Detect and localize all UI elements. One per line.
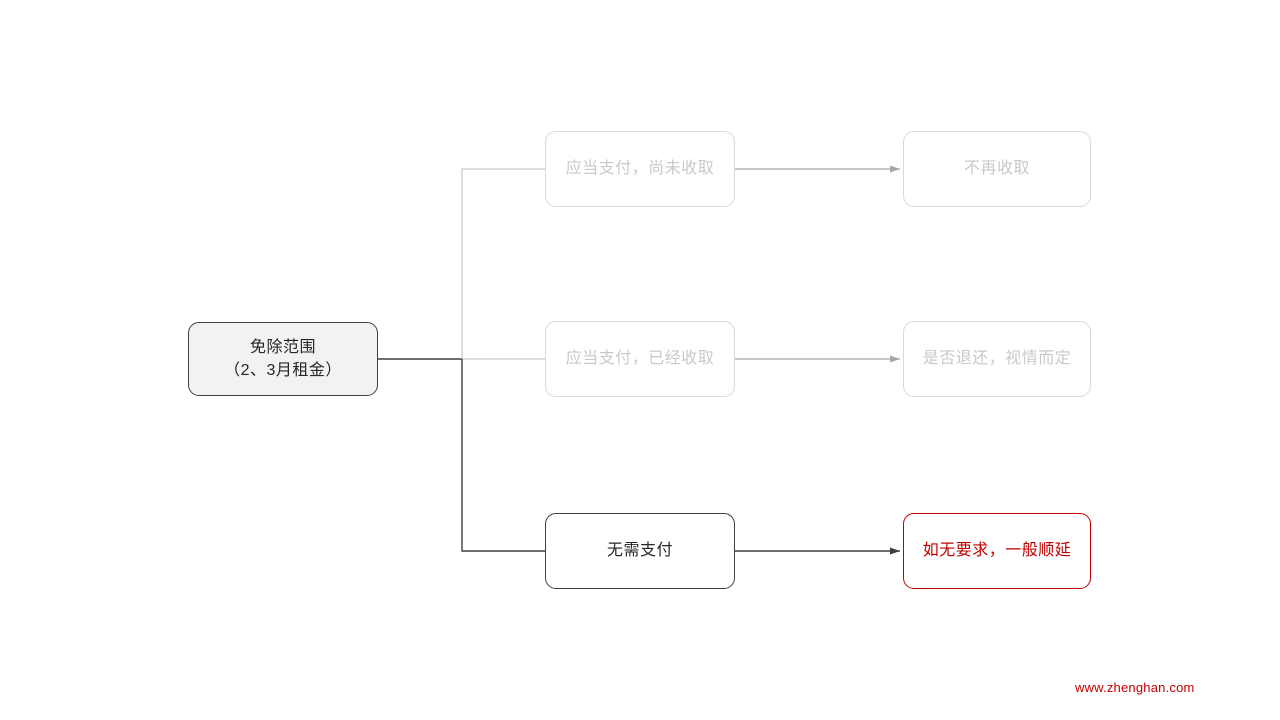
flowchart-node-condition-3: 无需支付 — [545, 513, 735, 589]
condition-1-label: 应当支付，尚未收取 — [565, 160, 715, 178]
connector-branch-1 — [461, 168, 545, 359]
connector-branch-3 — [461, 359, 545, 552]
condition-2-label: 应当支付，已经收取 — [565, 350, 715, 368]
flowchart-node-outcome-3: 如无要求，一般顺延 — [903, 513, 1091, 589]
outcome-3-label: 如无要求，一般顺延 — [922, 542, 1072, 560]
outcome-2-label: 是否退还，视情而定 — [922, 350, 1072, 368]
flowchart-node-condition-1: 应当支付，尚未收取 — [545, 131, 735, 207]
flowchart-node-outcome-1: 不再收取 — [903, 131, 1091, 207]
outcome-1-label: 不再收取 — [963, 160, 1030, 178]
flowchart-node-outcome-2: 是否退还，视情而定 — [903, 321, 1091, 397]
flowchart-node-root: 免除范围 （2、3月租金） — [188, 322, 378, 396]
root-label-line2: （2、3月租金） — [224, 362, 342, 379]
root-label-line1: 免除范围 — [249, 338, 316, 356]
condition-3-label: 无需支付 — [606, 542, 673, 560]
watermark-text: www.zhenghan.com — [1075, 680, 1195, 695]
flowchart-node-condition-2: 应当支付，已经收取 — [545, 321, 735, 397]
